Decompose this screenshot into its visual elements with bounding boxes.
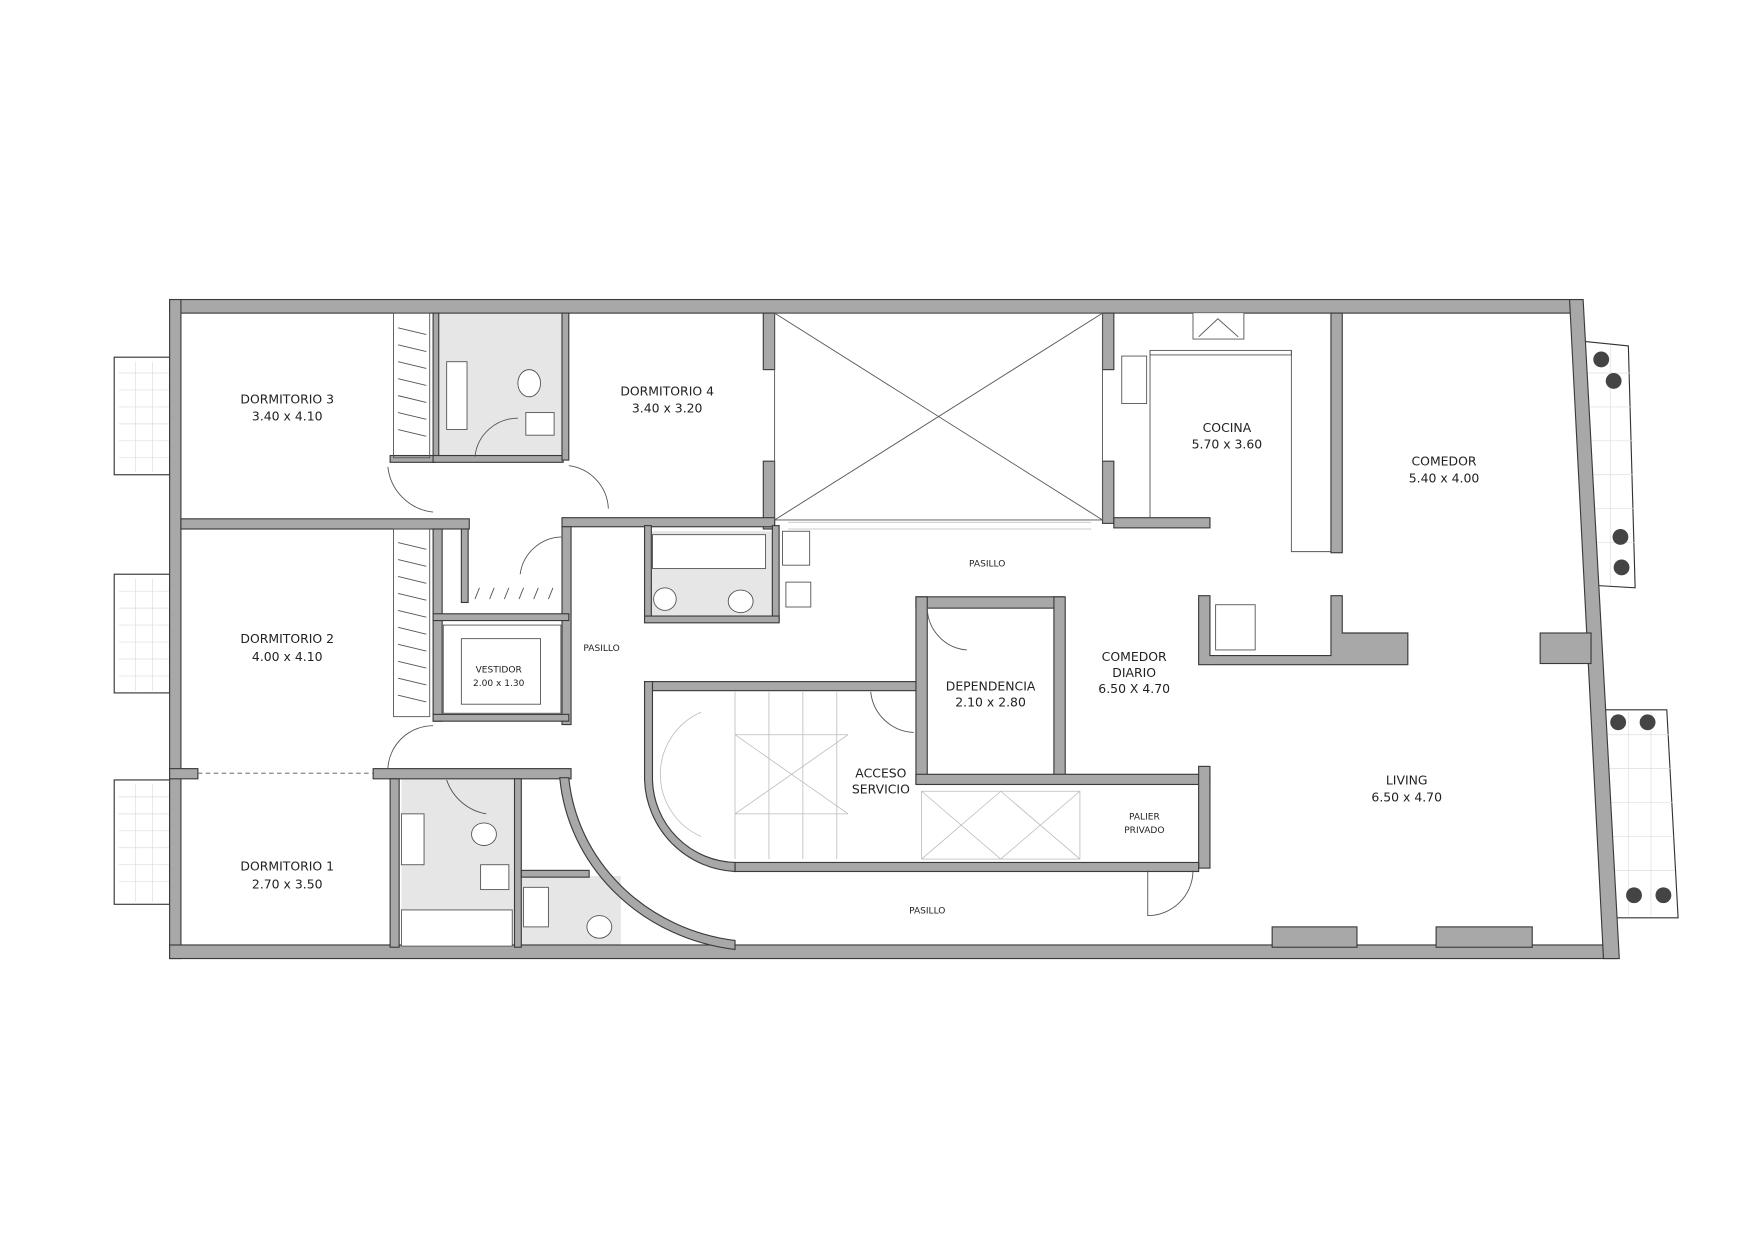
label-acceso-2: SERVICIO <box>852 782 910 797</box>
label-comedor-diario-1: COMEDOR <box>1102 649 1167 664</box>
door-swings <box>387 417 1194 917</box>
label-palier-1: PALIER <box>1129 813 1160 823</box>
label-cocina: COCINA <box>1203 420 1252 435</box>
label-living: LIVING <box>1386 772 1428 787</box>
size-dormitorio-1: 2.70 x 3.50 <box>252 876 323 891</box>
balconies-left <box>113 356 171 905</box>
label-acceso-1: ACCESO <box>855 766 906 781</box>
label-comedor-diario-2: DIARIO <box>1112 665 1156 680</box>
size-living: 6.50 x 4.70 <box>1371 789 1442 804</box>
label-dormitorio-1: DORMITORIO 1 <box>240 858 334 873</box>
room-labels: DORMITORIO 3 3.40 x 4.10 DORMITORIO 4 3.… <box>240 384 1479 917</box>
label-dormitorio-2: DORMITORIO 2 <box>240 631 334 646</box>
label-dormitorio-3: DORMITORIO 3 <box>240 392 334 407</box>
plant-icons <box>1593 351 1672 904</box>
label-pasillo-bottom: PASILLO <box>909 906 945 916</box>
size-comedor-diario: 6.50 X 4.70 <box>1098 681 1170 696</box>
label-dependencia: DEPENDENCIA <box>946 679 1036 694</box>
staircase <box>660 691 1081 860</box>
label-vestidor: VESTIDOR <box>476 666 523 676</box>
size-dormitorio-4: 3.40 x 3.20 <box>632 401 703 416</box>
walls <box>169 298 1620 960</box>
size-dormitorio-2: 4.00 x 4.10 <box>252 649 323 664</box>
size-dormitorio-3: 3.40 x 4.10 <box>252 408 323 423</box>
label-pasillo-left: PASILLO <box>583 644 619 654</box>
size-comedor: 5.40 x 4.00 <box>1409 471 1480 486</box>
size-cocina: 5.70 x 3.60 <box>1192 437 1263 452</box>
closets <box>393 312 562 718</box>
size-dependencia: 2.10 x 2.80 <box>955 694 1026 709</box>
label-comedor: COMEDOR <box>1412 454 1477 469</box>
label-palier-2: PRIVADO <box>1124 826 1164 836</box>
double-height-void <box>774 312 1103 530</box>
label-dormitorio-4: DORMITORIO 4 <box>620 384 714 399</box>
label-pasillo-top: PASILLO <box>969 559 1005 569</box>
size-vestidor: 2.00 x 1.30 <box>473 679 525 689</box>
fixtures <box>400 313 1331 947</box>
